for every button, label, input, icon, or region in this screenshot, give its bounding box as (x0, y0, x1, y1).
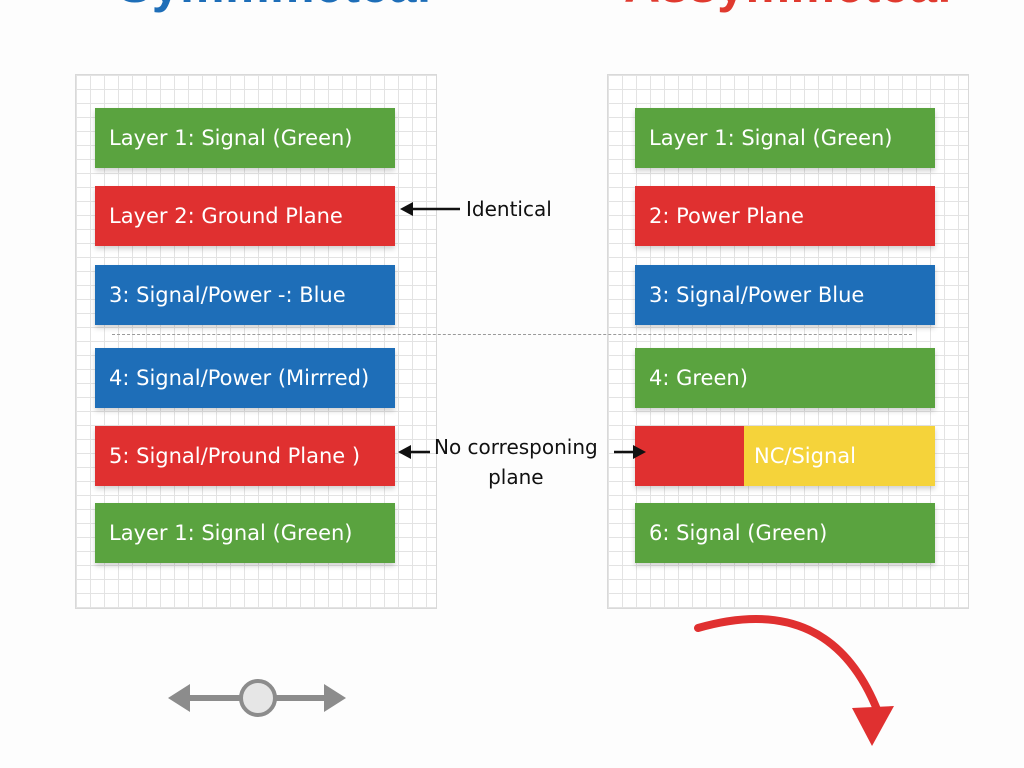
identical-label: Identical (466, 197, 552, 221)
left-layer-6: Layer 1: Signal (Green) (95, 503, 395, 563)
right-layer-2: 2: Power Plane (635, 186, 935, 246)
right-arrow-icon (614, 445, 646, 459)
asymmetrical-heading: Assymmetcal (624, 0, 952, 14)
no-corresponding-line-2: plane (488, 465, 544, 489)
symmetrical-heading: Symmmetcal (118, 0, 432, 14)
left-layer-5: 5: Signal/Pround Plane ) (95, 426, 395, 486)
right-layer-5-red-segment (635, 426, 744, 486)
right-layer-4: 4: Green) (635, 348, 935, 408)
left-layer-3: 3: Signal/Power -: Blue (95, 265, 395, 325)
no-corresponding-plane-label: No corresponing plane (434, 432, 598, 492)
no-corresponding-line-1: No corresponing (434, 435, 598, 459)
right-layer-6: 6: Signal (Green) (635, 503, 935, 563)
right-layer-3: 3: Signal/Power Blue (635, 265, 935, 325)
left-arrow-icon (400, 202, 460, 216)
bidirectional-slider-icon (168, 679, 346, 717)
left-layer-2: Layer 2: Ground Plane (95, 186, 395, 246)
left-layer-1: Layer 1: Signal (Green) (95, 108, 395, 168)
left-layer-4: 4: Signal/Power (Mirrred) (95, 348, 395, 408)
right-layer-5-label: NC/Signal (754, 444, 856, 468)
curved-arrow-icon (694, 615, 894, 746)
right-layer-5: NC/Signal (635, 426, 935, 486)
right-layer-5-yellow-segment: NC/Signal (744, 426, 935, 486)
right-layer-1: Layer 1: Signal (Green) (635, 108, 935, 168)
mirror-line (112, 334, 912, 335)
left-arrow-icon (398, 445, 430, 459)
